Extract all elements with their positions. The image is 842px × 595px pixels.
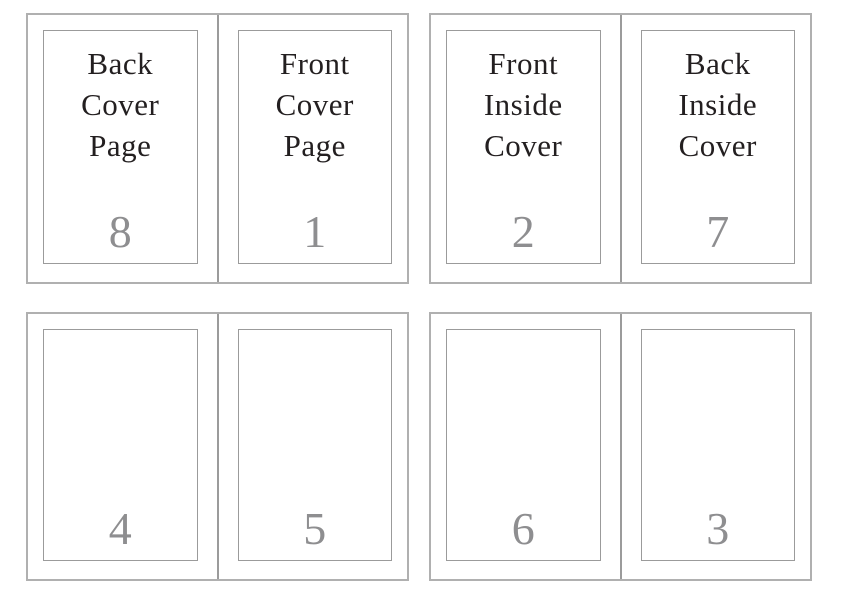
page-front-inside-cover: Front Inside Cover 2: [431, 15, 620, 282]
spine-line: [216, 15, 219, 282]
page-label: Back Inside Cover: [678, 46, 758, 163]
page-rect: Back Inside Cover 7: [640, 30, 795, 264]
page-label: Back Cover Page: [81, 46, 160, 163]
page-number: 8: [108, 206, 132, 257]
page-label: Front Inside Cover: [483, 46, 563, 163]
page-rect: 5: [237, 329, 392, 561]
page-6: 6: [431, 314, 620, 579]
spine-line: [619, 15, 622, 282]
sheet-spread-4-5: 4 5: [26, 312, 409, 581]
page-number: 7: [706, 206, 730, 257]
page-back-cover: Back Cover Page 8: [28, 15, 217, 282]
page-label: Front Cover Page: [275, 46, 354, 163]
page-number: 2: [511, 206, 535, 257]
page-rect: Front Cover Page 1: [237, 30, 392, 264]
page-number: 1: [303, 206, 327, 257]
page-rect: Back Cover Page 8: [43, 30, 198, 264]
page-number: 5: [303, 503, 327, 554]
spine-line: [619, 314, 622, 579]
page-rect: 4: [43, 329, 198, 561]
page-back-inside-cover: Back Inside Cover 7: [622, 15, 811, 282]
page-rect: Front Inside Cover 2: [446, 30, 601, 264]
page-number: 4: [108, 503, 132, 554]
sheet-inside-cover-spread: Front Inside Cover 2 Back Inside Cover 7: [429, 13, 812, 284]
page-rect: 3: [640, 329, 795, 561]
page-number: 6: [511, 503, 535, 554]
sheet-spread-6-3: 6 3: [429, 312, 812, 581]
sheet-outer-cover-spread: Back Cover Page 8 Front Cover Page 1: [26, 13, 409, 284]
page-3: 3: [622, 314, 811, 579]
spine-line: [216, 314, 219, 579]
page-4: 4: [28, 314, 217, 579]
page-rect: 6: [446, 329, 601, 561]
page-5: 5: [219, 314, 408, 579]
page-number: 3: [706, 503, 730, 554]
page-front-cover: Front Cover Page 1: [219, 15, 408, 282]
